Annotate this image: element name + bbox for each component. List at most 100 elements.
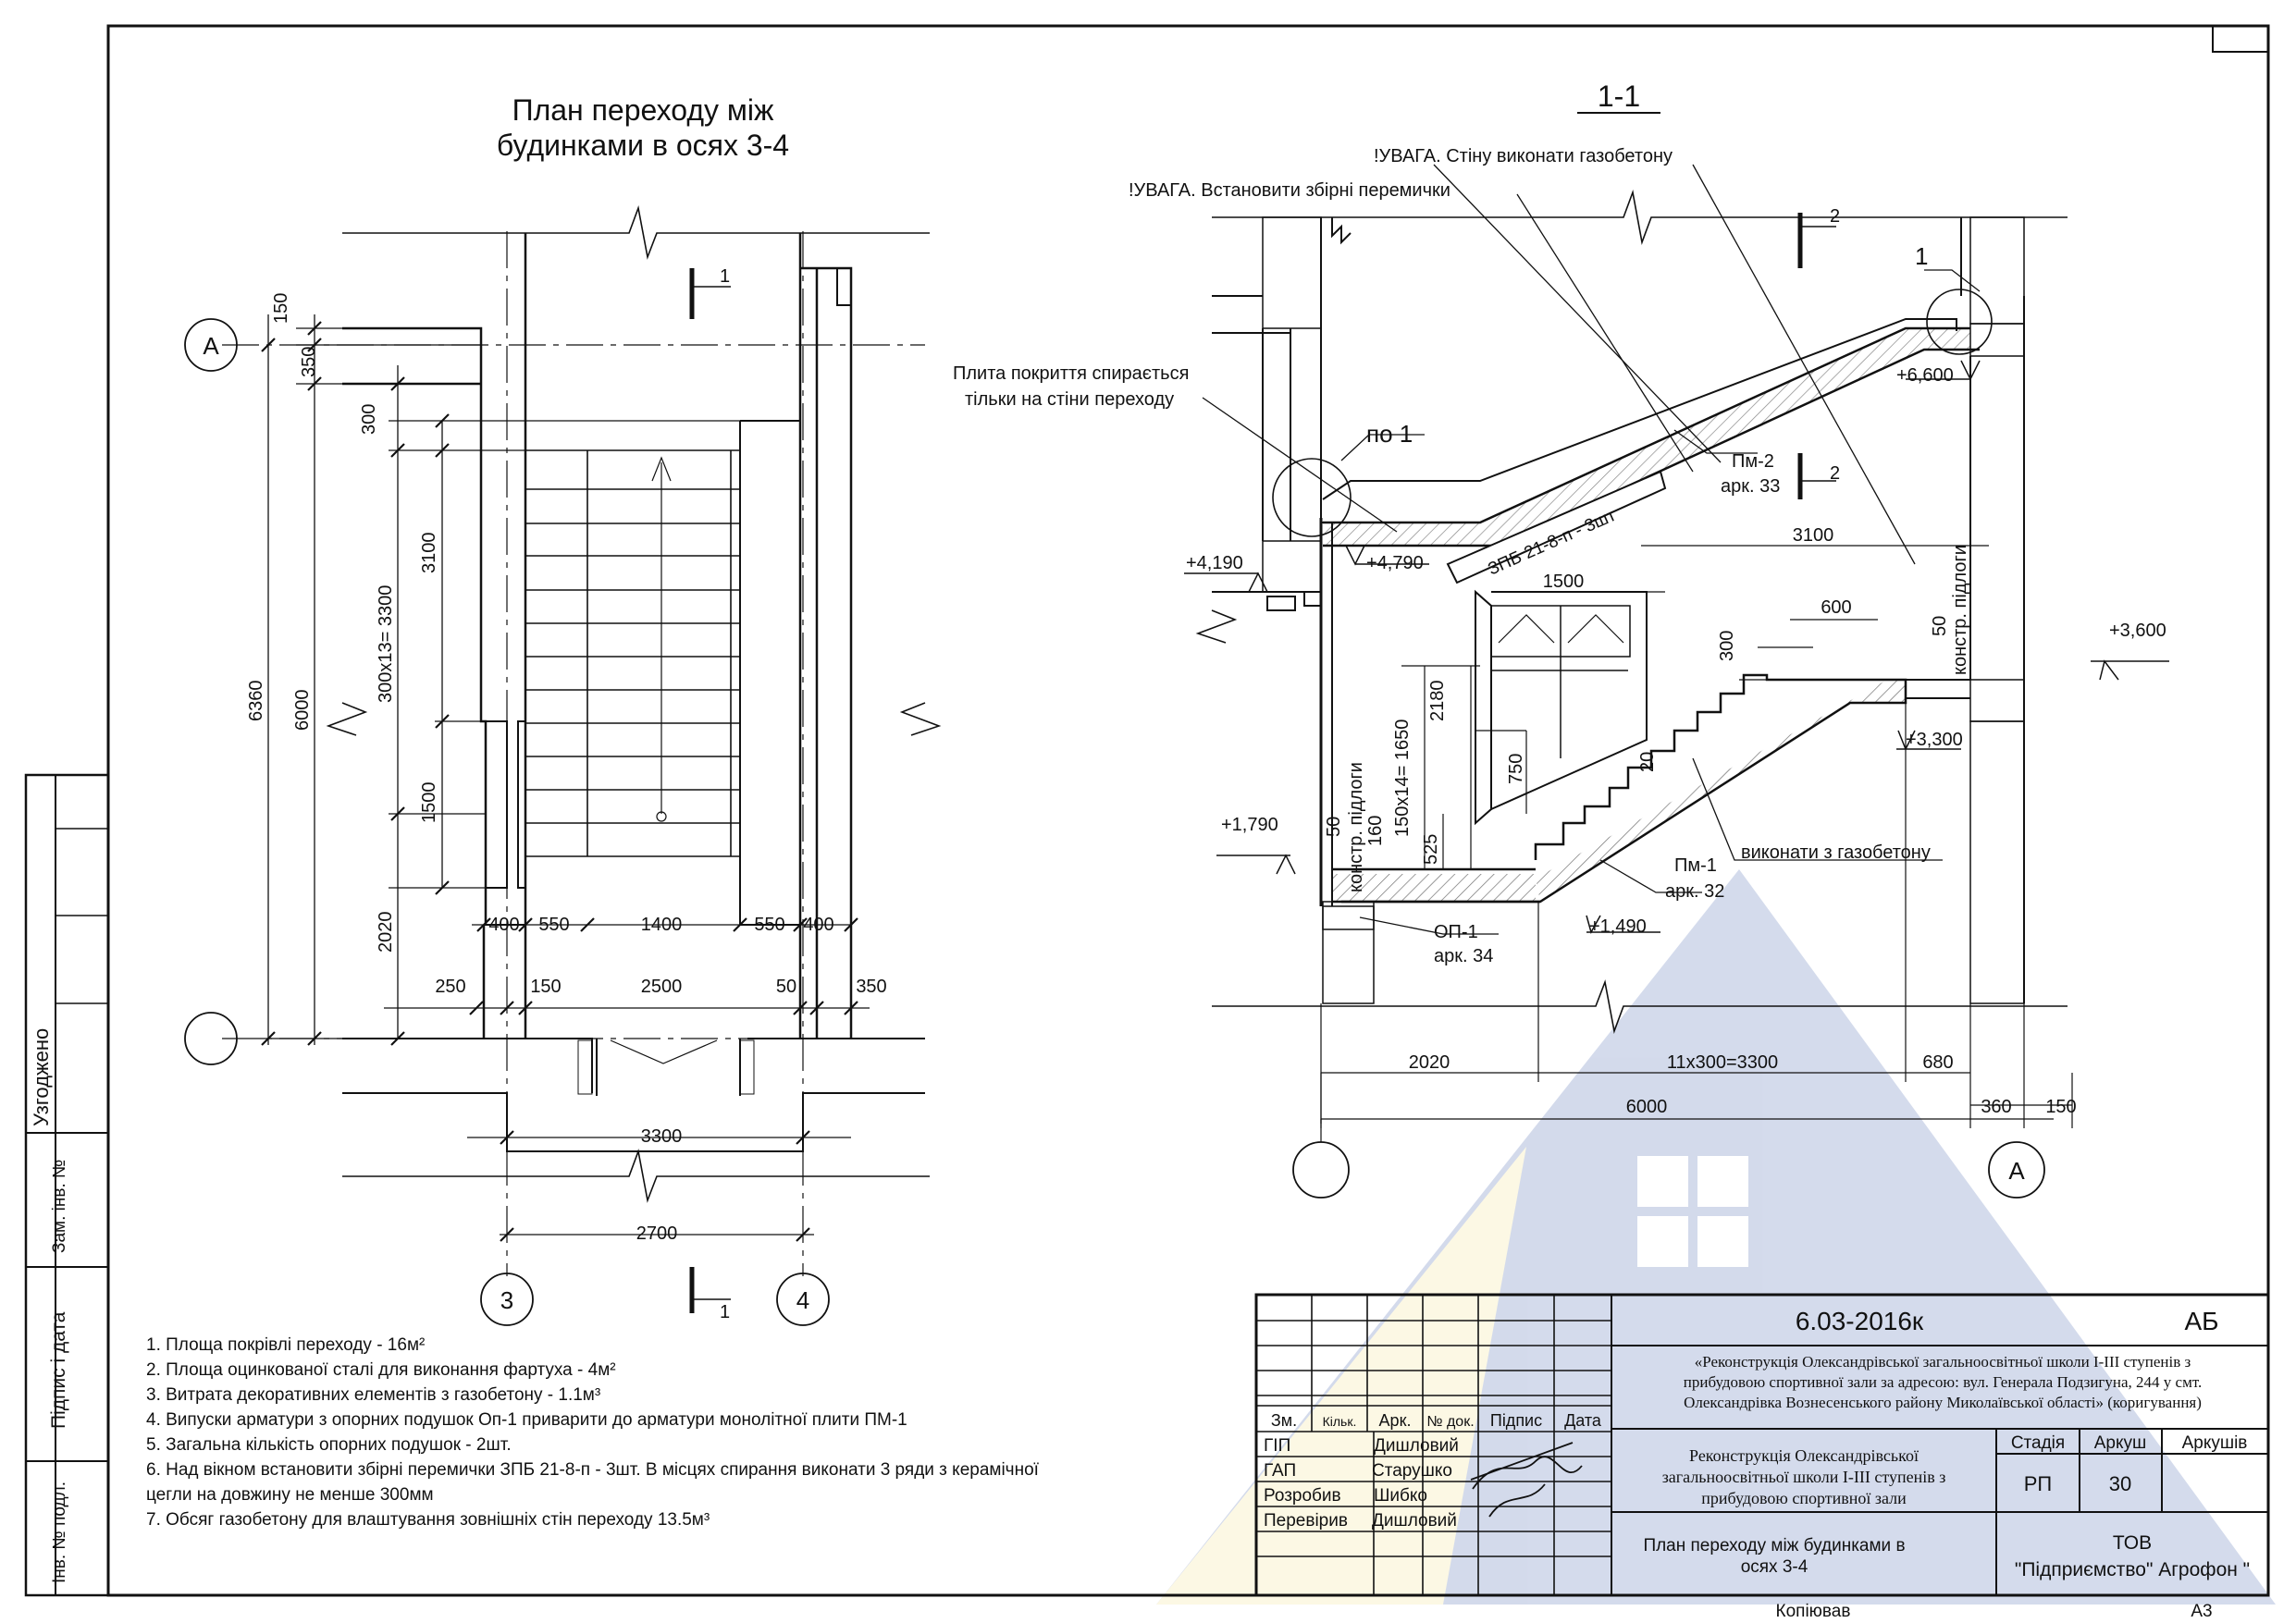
- plan-dim-2500: 2500: [641, 977, 683, 997]
- plan-dim-350b: 350: [856, 977, 886, 997]
- tb-role: ГАП: [1264, 1461, 1296, 1481]
- section-axis-label-a: А: [2008, 1157, 2025, 1185]
- label-op1: ОП-1: [1434, 922, 1478, 942]
- side-stamp: Узгоджено Зам. інв. № Підпис і дата Інв.…: [24, 773, 110, 1597]
- section-dim-6000: 6000: [1626, 1097, 1668, 1117]
- tb-hdr-ark: Арк.: [1379, 1411, 1412, 1430]
- plan-dim-150: 150: [271, 293, 291, 324]
- svg-text:1: 1: [720, 266, 730, 287]
- tb-role: Розробив: [1264, 1486, 1341, 1506]
- plan-dim-2700: 2700: [636, 1223, 678, 1244]
- label-pm1-sheet: арк. 32: [1665, 881, 1724, 902]
- tb-name: Дишловий: [1372, 1511, 1457, 1531]
- tb-object-line1: Реконструкція Олександрівської: [1689, 1446, 1919, 1465]
- tb-project-line1: «Реконструкція Олександрівської загально…: [1695, 1353, 2191, 1371]
- note-slab-line2: тільки на стіни переходу: [965, 389, 1174, 410]
- axis-bubble-a: [184, 318, 238, 372]
- tb-role: ГІП: [1264, 1436, 1290, 1456]
- tb-sheet-title-line2: осях 3-4: [1741, 1557, 1808, 1577]
- plan-dim-3100: 3100: [419, 533, 439, 574]
- plan-dim-2020: 2020: [376, 912, 396, 953]
- note-item: 3. Витрата декоративних елементів з газо…: [146, 1385, 600, 1405]
- level-3600: +3,600: [2109, 621, 2166, 641]
- tb-code: 6.03-2016к: [1796, 1307, 1924, 1335]
- plan-dim-6000: 6000: [292, 690, 313, 732]
- tb-name: Шибко: [1374, 1486, 1427, 1506]
- section-title: 1-1: [1598, 80, 1640, 113]
- note-item: 4. Випуски арматури з опорних подушок Оп…: [146, 1410, 907, 1430]
- section-dim-300: 300: [1717, 631, 1737, 661]
- plan-dim-6360: 6360: [246, 681, 266, 722]
- plan-view: План переходу між будинками в осях 3-4: [184, 93, 942, 1326]
- section-dim-680: 680: [1922, 1052, 1953, 1073]
- label-floor-constr-right: констр. підлоги: [1950, 545, 1970, 675]
- title-block: Зм. Кільк. Арк. № док. Підпис Дата ГІП Г…: [1254, 1293, 2270, 1597]
- level-4190: +4,190: [1186, 553, 1243, 573]
- level-1490: +1,490: [1589, 916, 1647, 937]
- label-floor-constr-left: констр. підлоги: [1346, 762, 1366, 892]
- level-6600: +6,600: [1896, 365, 1954, 386]
- label-op1-sheet: арк. 34: [1434, 946, 1493, 966]
- callout-circle-1: [1926, 289, 1993, 355]
- tb-sheet-title-line1: План переходу між будинками в: [1643, 1536, 1905, 1555]
- svg-text:2: 2: [1830, 206, 1840, 227]
- label-pm2-sheet: арк. 33: [1721, 476, 1780, 497]
- section-dim-600: 600: [1821, 597, 1851, 618]
- label-pm2: Пм-2: [1732, 451, 1774, 472]
- section-axis-bubble-b: [1292, 1141, 1350, 1199]
- section-view: 1-1 ЗПБ 21-8-п - 3шт: [953, 80, 2169, 1199]
- side-agreed-label: Узгоджено: [30, 1028, 53, 1126]
- tb-role: Перевірив: [1264, 1511, 1348, 1531]
- note-item: 1. Площа покрівлі переходу - 16м²: [146, 1335, 425, 1355]
- side-sign-date-label: Підпис і дата: [48, 1311, 69, 1429]
- plan-dim-300x13: 300x13= 3300: [376, 585, 396, 703]
- level-1790: +1,790: [1221, 815, 1278, 835]
- label-po1: по 1: [1366, 420, 1413, 448]
- tb-project-line2: прибудовою спортивної зали за адресою: в…: [1684, 1373, 2202, 1391]
- section-dim-20: 20: [1637, 752, 1658, 772]
- section-dim-2180: 2180: [1427, 681, 1448, 722]
- plan-dim-150b: 150: [530, 977, 561, 997]
- side-inv-replaced-label: Зам. інв. №: [50, 1160, 69, 1253]
- section-dim-525: 525: [1421, 834, 1441, 865]
- label-callout-1: 1: [1915, 242, 1928, 270]
- section-dim-160: 160: [1365, 816, 1386, 846]
- tb-org-line1: ТОВ: [2113, 1532, 2152, 1554]
- plan-dim-400b: 400: [803, 915, 833, 935]
- plan-dim-400a: 400: [488, 915, 519, 935]
- label-pm1: Пм-1: [1674, 855, 1717, 876]
- label-gas-concrete: виконати з газобетону: [1741, 842, 1931, 863]
- tb-hdr-zm: Зм.: [1271, 1411, 1297, 1430]
- footer-format: А3: [2191, 1602, 2212, 1621]
- section-axis-bubble-a: [1988, 1141, 2045, 1199]
- callout-circle-po1: [1272, 458, 1352, 537]
- plan-title-line2: будинками в осях 3-4: [497, 129, 789, 162]
- corner-box: [2212, 25, 2269, 53]
- section-dim-750: 750: [1506, 754, 1526, 784]
- lintel-zpb: [1446, 470, 1667, 584]
- footer-copied: Копіював: [1776, 1602, 1851, 1621]
- axis-bubble-b: [184, 1012, 238, 1065]
- general-notes: 1. Площа покрівлі переходу - 16м² 2. Пло…: [146, 1335, 1040, 1530]
- plan-dim-50: 50: [776, 977, 796, 997]
- section-dim-150x14: 150x14= 1650: [1392, 719, 1413, 837]
- svg-text:2: 2: [1830, 463, 1840, 484]
- note-item: цегли на довжину не менше 300мм: [146, 1485, 434, 1505]
- stair-flight: [1341, 673, 1907, 904]
- tb-set: АБ: [2184, 1307, 2218, 1335]
- tb-sheets-label: Аркушів: [2182, 1433, 2248, 1453]
- section-dim-3100: 3100: [1793, 525, 1834, 546]
- plan-dim-1400: 1400: [641, 915, 683, 935]
- tb-hdr-doc: № док.: [1426, 1414, 1474, 1430]
- plan-dim-250: 250: [435, 977, 465, 997]
- section-dim-50: 50: [1930, 616, 1950, 636]
- tb-object-line3: прибудовою спортивної зали: [1701, 1489, 1907, 1507]
- section-cut-bottom: 1: [689, 1267, 731, 1322]
- axis-bubble-3: [480, 1273, 534, 1326]
- axis-label-3: 3: [500, 1286, 513, 1314]
- tb-name: Старушко: [1372, 1461, 1452, 1481]
- plan-dim-1500: 1500: [419, 782, 439, 824]
- axis-label-a: А: [203, 332, 219, 360]
- tb-project-line3: Олександрівка Вознесенського району Мико…: [1684, 1394, 2202, 1411]
